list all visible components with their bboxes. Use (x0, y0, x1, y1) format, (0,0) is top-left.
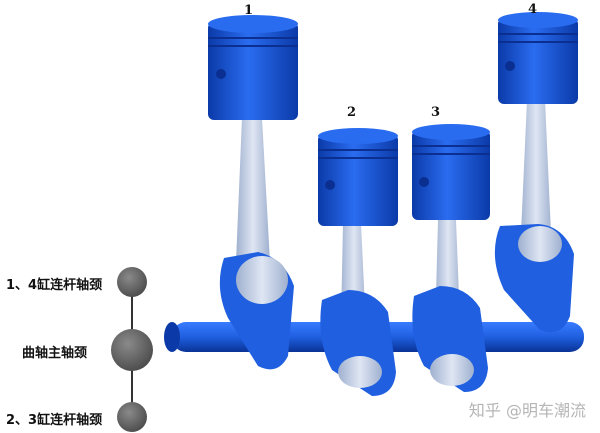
main-journal-ball (111, 329, 153, 371)
legend-main-journal: 曲轴主轴颈 (22, 346, 88, 361)
piston-assembly-4 (494, 12, 578, 333)
piston-assembly-1 (208, 15, 298, 370)
legend-crankpin-23: 2、3缸连杆轴颈 (6, 413, 103, 428)
piston-assembly-2 (318, 128, 398, 396)
cylinder-number-1: 1 (244, 3, 254, 18)
crankpin-14-ball (117, 267, 147, 297)
cylinder-number-4: 4 (528, 2, 538, 17)
crankpin-23-ball (117, 402, 147, 432)
journal-legend (111, 267, 153, 432)
watermark: 知乎 @明车潮流 (468, 401, 586, 420)
cylinder-number-3: 3 (431, 105, 441, 120)
legend-crankpin-14: 1、4缸连杆轴颈 (6, 278, 103, 293)
cylinder-number-2: 2 (347, 105, 357, 120)
piston-assembly-3 (412, 124, 490, 392)
